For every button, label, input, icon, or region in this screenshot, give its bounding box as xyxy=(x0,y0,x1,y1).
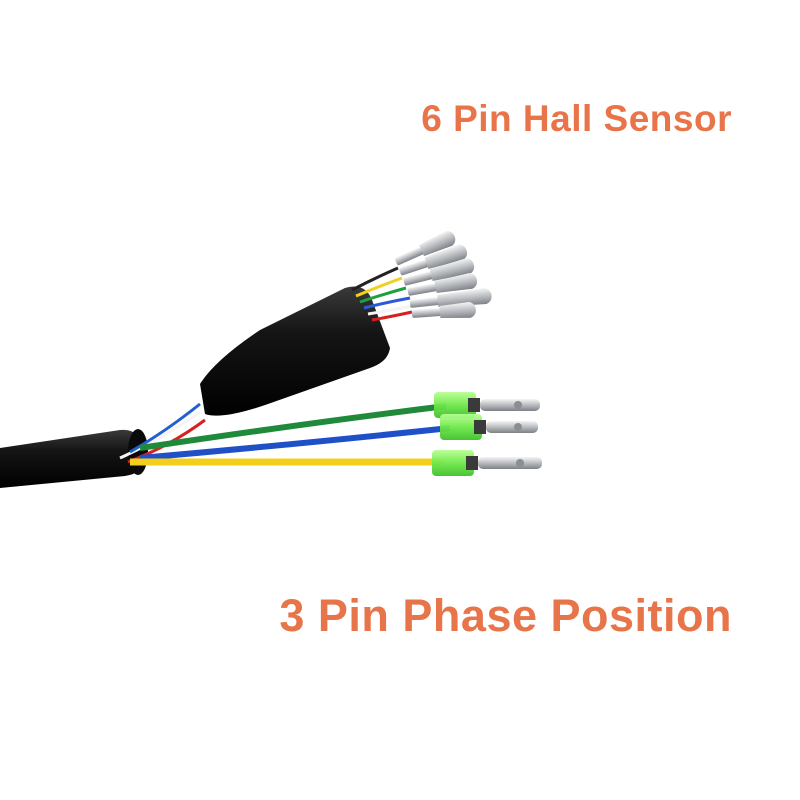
hall-sensor-terminals xyxy=(395,231,492,319)
hall-sensor-sleeve xyxy=(200,286,390,416)
phase-connector-2 xyxy=(440,414,538,440)
phase-position-label: 3 Pin Phase Position xyxy=(279,590,732,641)
hall-sensor-label: 6 Pin Hall Sensor xyxy=(421,98,732,139)
phase-connector-1 xyxy=(434,392,540,418)
main-cable-jacket xyxy=(0,429,146,488)
phase-wire-green xyxy=(139,403,447,451)
hall-sensor-wires xyxy=(351,266,413,322)
phase-wire-blue xyxy=(139,425,451,461)
phase-connector-3 xyxy=(432,450,542,476)
